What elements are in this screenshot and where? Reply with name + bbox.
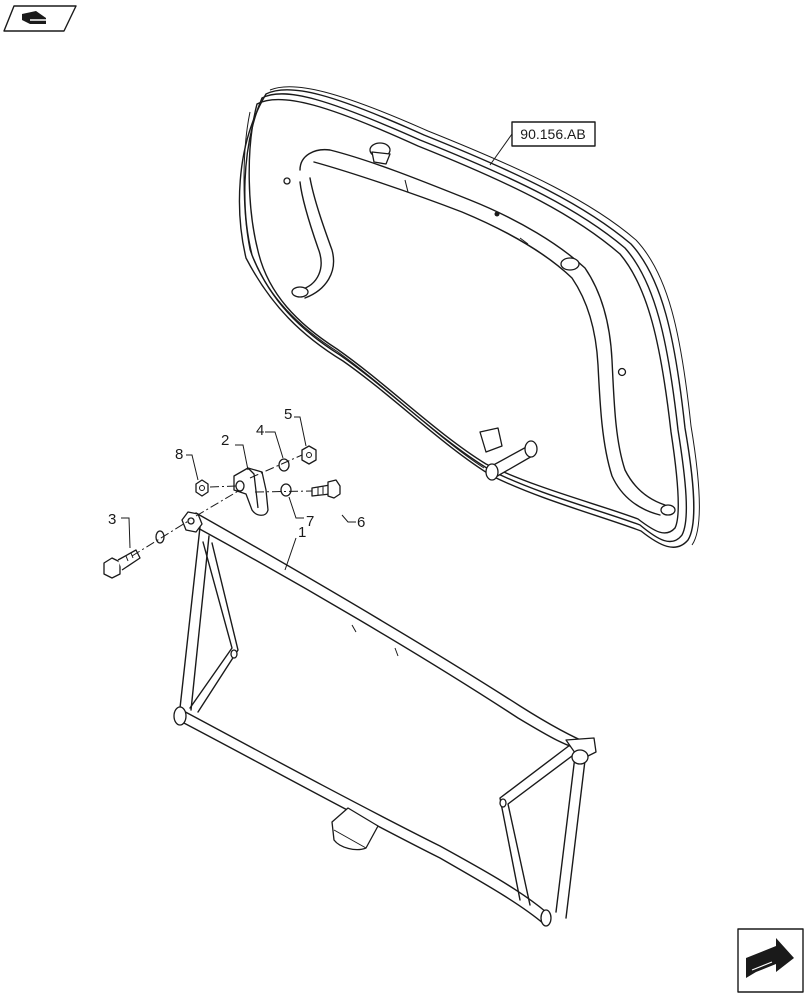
callout-7[interactable]: 7 [306,513,314,530]
callout-6[interactable]: 6 [357,514,365,531]
latch-pin [479,427,538,481]
callout-2[interactable]: 2 [221,432,229,449]
frame-fittings [283,142,676,516]
book-open-icon[interactable] [3,5,77,32]
door-seal [238,86,700,548]
washer-7 [280,483,292,497]
reference-tag[interactable]: 90.156.AB [489,121,596,166]
callout-leaders [121,416,356,571]
grab-handle [173,512,597,927]
bolt-6 [311,479,341,499]
next-page-arrow-icon[interactable] [737,928,804,993]
callout-5[interactable]: 5 [284,406,292,423]
assembly-axes [131,454,313,557]
callout-3[interactable]: 3 [108,511,116,528]
nut-5 [301,445,317,465]
callout-4[interactable]: 4 [256,422,264,439]
door-inner-frame [299,148,666,516]
washer-4 [278,458,290,472]
callout-8[interactable]: 8 [175,446,183,463]
callout-1[interactable]: 1 [298,524,306,541]
callouts: 1 2 3 4 5 6 7 8 [108,406,365,541]
reference-label: 90.156.AB [520,126,585,142]
nut-8 [195,479,209,497]
handle-mount-tab [181,511,203,533]
